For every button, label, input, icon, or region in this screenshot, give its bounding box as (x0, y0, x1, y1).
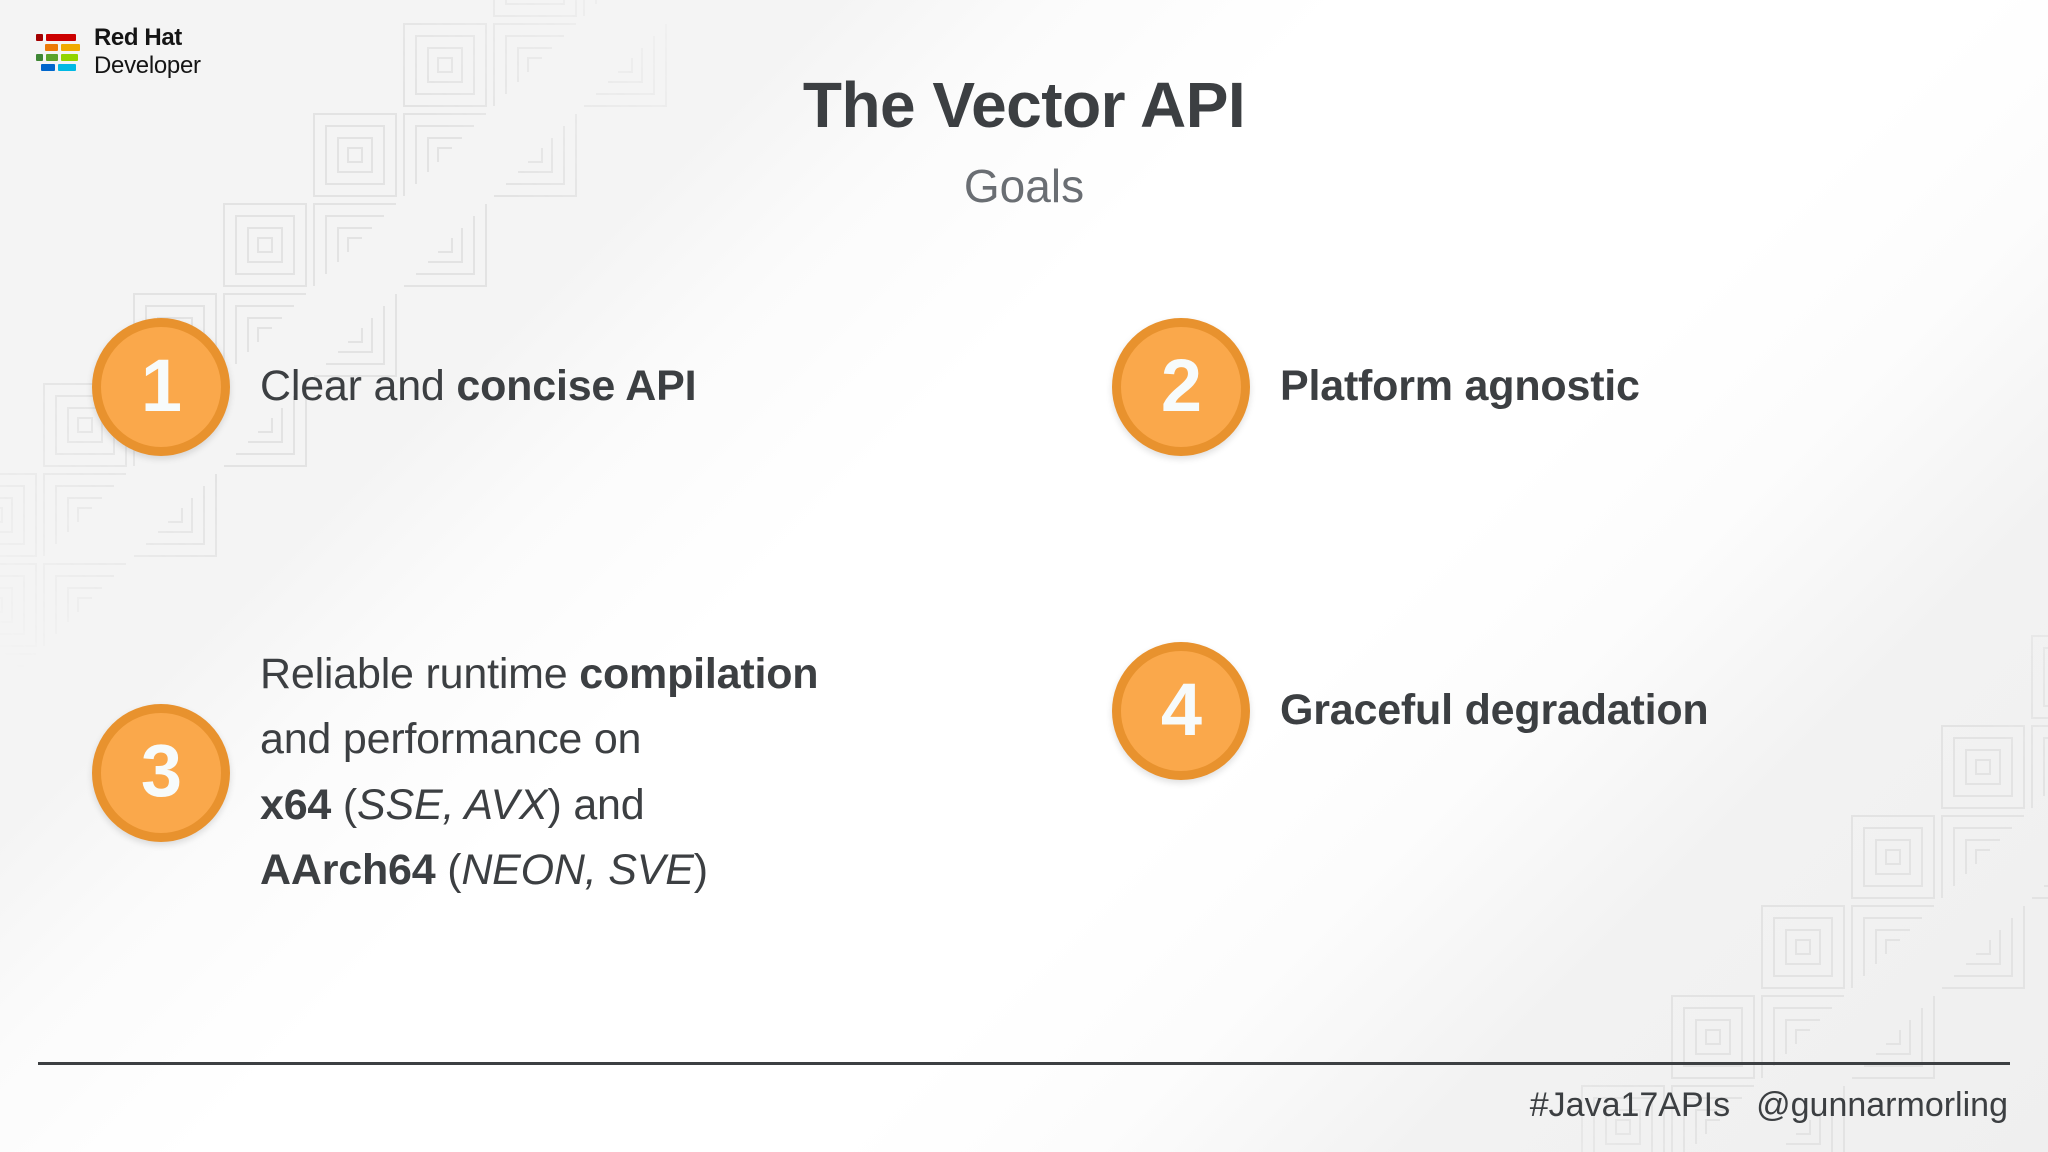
goal-text-line: Clear and concise API (260, 362, 697, 411)
logo-wordmark-developer: Developer (94, 52, 201, 79)
goal-badge-number-3: 3 (140, 729, 182, 813)
goal-text-line: and performance on (260, 715, 642, 764)
footer: #Java17APIs @gunnarmorling (1530, 1086, 2008, 1125)
goal-text-line: Graceful degradation (1280, 686, 1709, 735)
goal-text-4: Graceful degradation (1280, 678, 1709, 743)
logo-wordmark: Red Hat Developer (94, 26, 201, 78)
goal-badge-number-2: 2 (1160, 343, 1202, 427)
goal-text-3: Reliable runtime compilation and performa… (260, 642, 819, 903)
goal-item-4: 4 Graceful degradation (1112, 642, 1952, 780)
logo-bar-row-green (36, 53, 80, 61)
page-subtitle: Goals (963, 160, 1085, 213)
goal-item-2: 2 Platform agnostic (1112, 318, 1932, 456)
goal-badge-3: 3 (92, 703, 230, 842)
goal-text-line: Platform agnostic (1280, 362, 1640, 411)
logo-bar-green-square (36, 53, 43, 61)
footer-hashtag: #Java17APIs (1529, 1086, 1731, 1124)
goal-text-line: Reliable runtime compilation (260, 650, 819, 698)
goal-text-line: AArch64 (NEON, SVE) (260, 846, 708, 895)
red-hat-developer-logo: Red Hat Developer (36, 26, 201, 78)
logo-bar-orange-short (45, 43, 58, 51)
red-hat-logo-mark (36, 33, 80, 71)
goal-badge-1: 1 (92, 318, 230, 456)
logo-bar-row-orange (36, 43, 80, 51)
logo-bar-red-long (46, 33, 76, 41)
goal-item-3: 3 Reliable runtime compilation and perfor… (92, 642, 912, 903)
goal-text-line: x64 (SSE, AVX) and (260, 780, 645, 829)
goal-badge-2: 2 (1112, 318, 1250, 456)
goal-text-1: Clear and concise API (260, 354, 697, 419)
goal-badge-number-4: 4 (1160, 667, 1202, 751)
page-title: The Vector API (802, 69, 1246, 141)
logo-bar-blue-short (41, 63, 55, 71)
title-block: The Vector API Goals (0, 69, 2048, 213)
goal-text-2: Platform agnostic (1280, 354, 1640, 419)
footer-handle: @gunnarmorling (1756, 1086, 2008, 1124)
goal-item-1: 1 Clear and concise API (92, 318, 892, 456)
logo-bar-red-square (36, 33, 43, 41)
logo-wordmark-redhat: Red Hat (94, 24, 182, 51)
logo-bar-lime-long (61, 53, 78, 61)
goals-grid: 1 Clear and concise API 2 Platform agnos… (0, 300, 2048, 1040)
goal-badge-number-1: 1 (140, 343, 182, 427)
goal-badge-4: 4 (1112, 642, 1250, 780)
logo-bar-cyan-short (58, 63, 76, 71)
footer-divider (38, 1062, 2010, 1065)
logo-bar-green-mid (46, 53, 58, 61)
logo-bar-row-blue (36, 63, 80, 71)
logo-bar-row-red (36, 33, 80, 41)
logo-bar-yellow-long (61, 43, 80, 51)
